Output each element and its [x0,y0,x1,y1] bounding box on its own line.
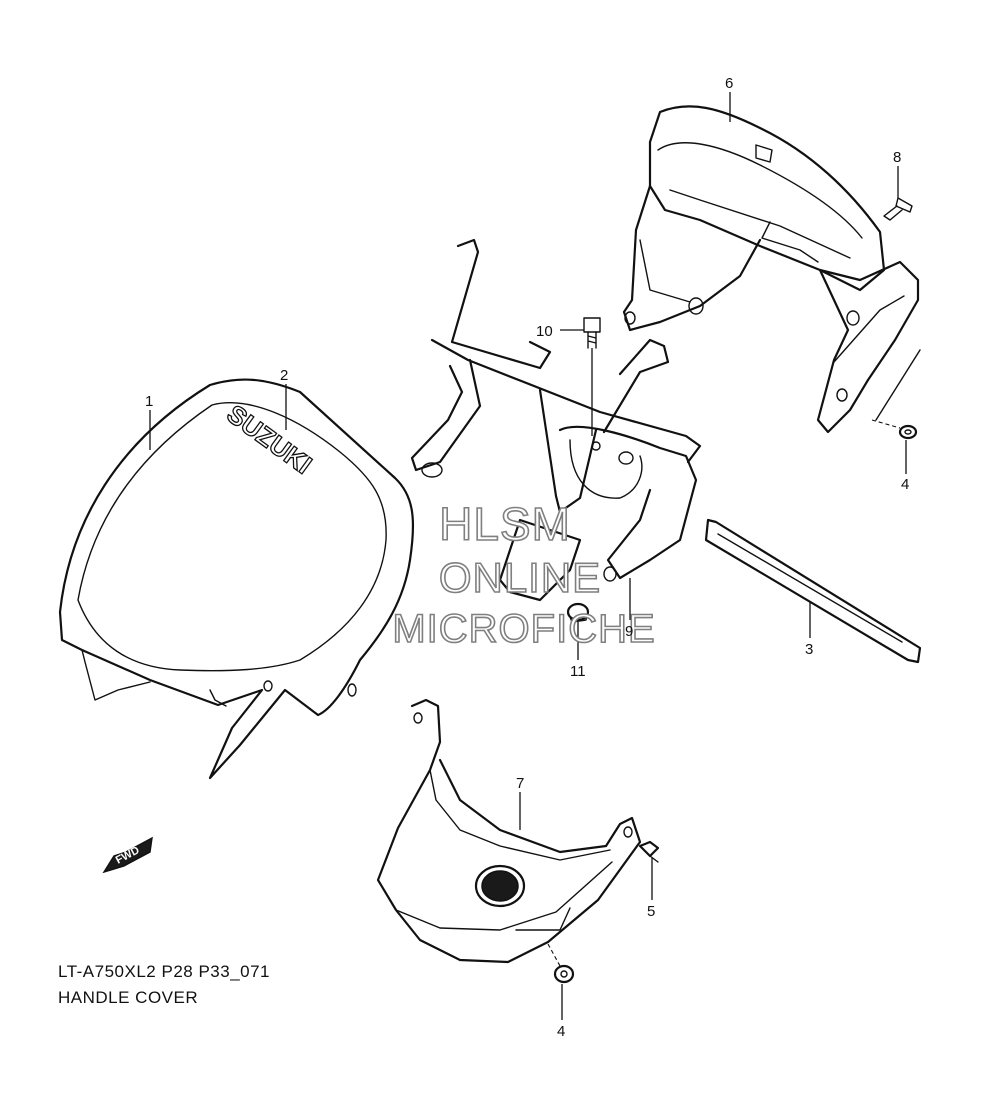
gasket-strip [704,518,922,664]
callout-4-upper: 4 [901,476,909,493]
callout-4-lower: 4 [557,1023,565,1040]
nut-upper-guide [871,419,901,429]
callout-9: 9 [625,623,633,640]
nut-lower-guide [547,943,561,967]
callout-1: 1 [145,393,153,410]
callout-7: 7 [516,775,524,792]
front-handle-cover [58,378,415,780]
nut-upper [898,424,918,440]
cushion [566,602,590,623]
model-code: LT-A750XL2 P28 P33_071 [58,962,271,981]
callout-11: 11 [570,663,586,680]
callout-6: 6 [725,75,733,92]
leader-lines [149,92,907,1020]
callout-2: 2 [280,367,288,384]
watermark-line-3: MICROFICHE [392,607,655,651]
clip [638,840,660,863]
callout-3: 3 [805,641,813,658]
bolt [583,317,601,349]
callout-8: 8 [893,149,901,166]
callout-labels: 1 2 3 4 4 5 6 7 8 9 10 11 [145,75,909,1040]
nut-lower [553,964,575,984]
watermark: HLSM ONLINE MICROFICHE [392,497,656,652]
nut-upper-edge [875,349,921,421]
bracket [410,238,702,602]
watermark-line-1: HLSM [439,498,571,550]
rear-handle-cover [622,105,920,434]
screw [883,197,913,221]
callout-10: 10 [536,323,553,340]
watermark-line-2: ONLINE [439,554,601,601]
fwd-arrow-icon: FWD [102,836,153,874]
callout-5: 5 [647,903,655,920]
diagram-title: HANDLE COVER [58,988,199,1007]
lower-handle-cover [376,698,642,964]
